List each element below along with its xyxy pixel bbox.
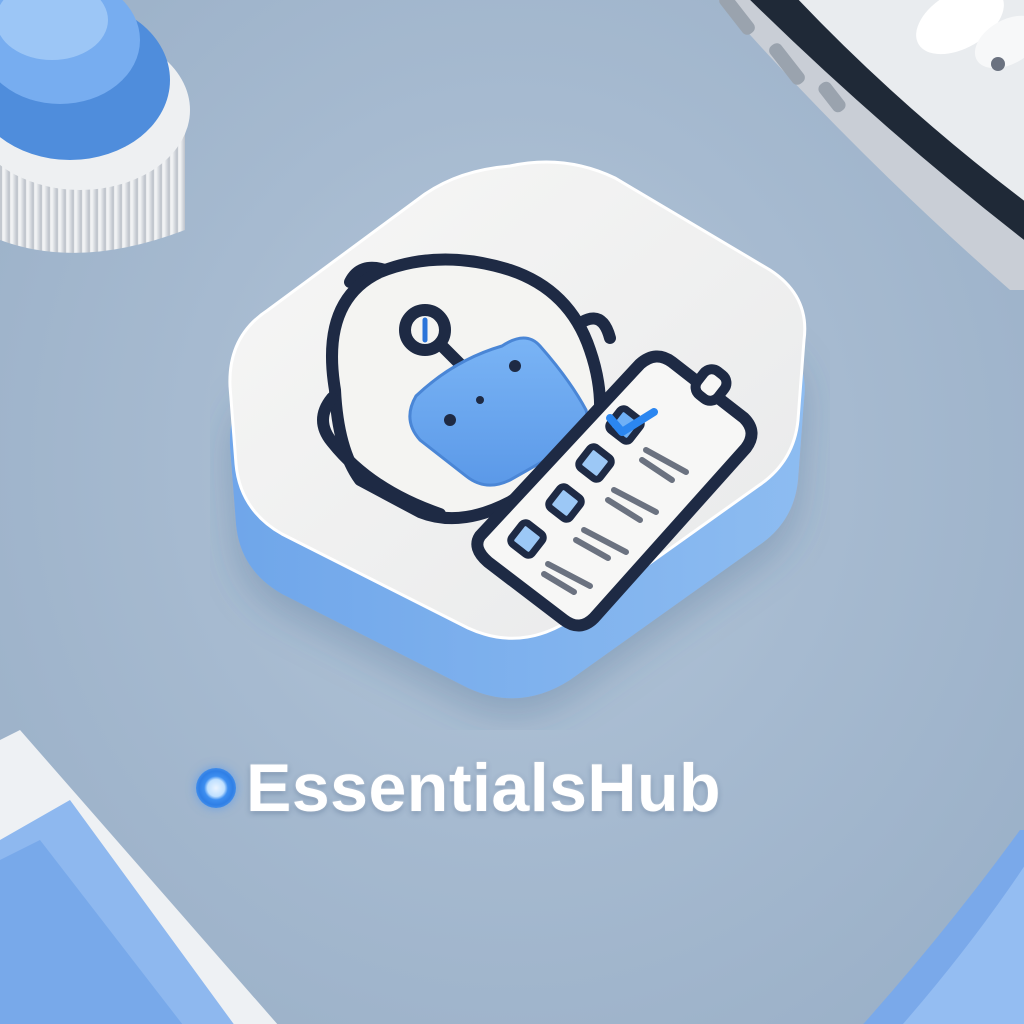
brand-label: EssentialsHub [196,748,836,828]
phone-prop [718,0,1024,290]
backpack-with-checklist-icon [228,160,807,699]
app-icon-tile [210,150,830,730]
corner-prop [863,830,1024,1024]
cap-prop [0,0,190,253]
dot-icon [196,768,236,808]
card-prop [0,730,278,1024]
brand-name: EssentialsHub [246,750,722,826]
